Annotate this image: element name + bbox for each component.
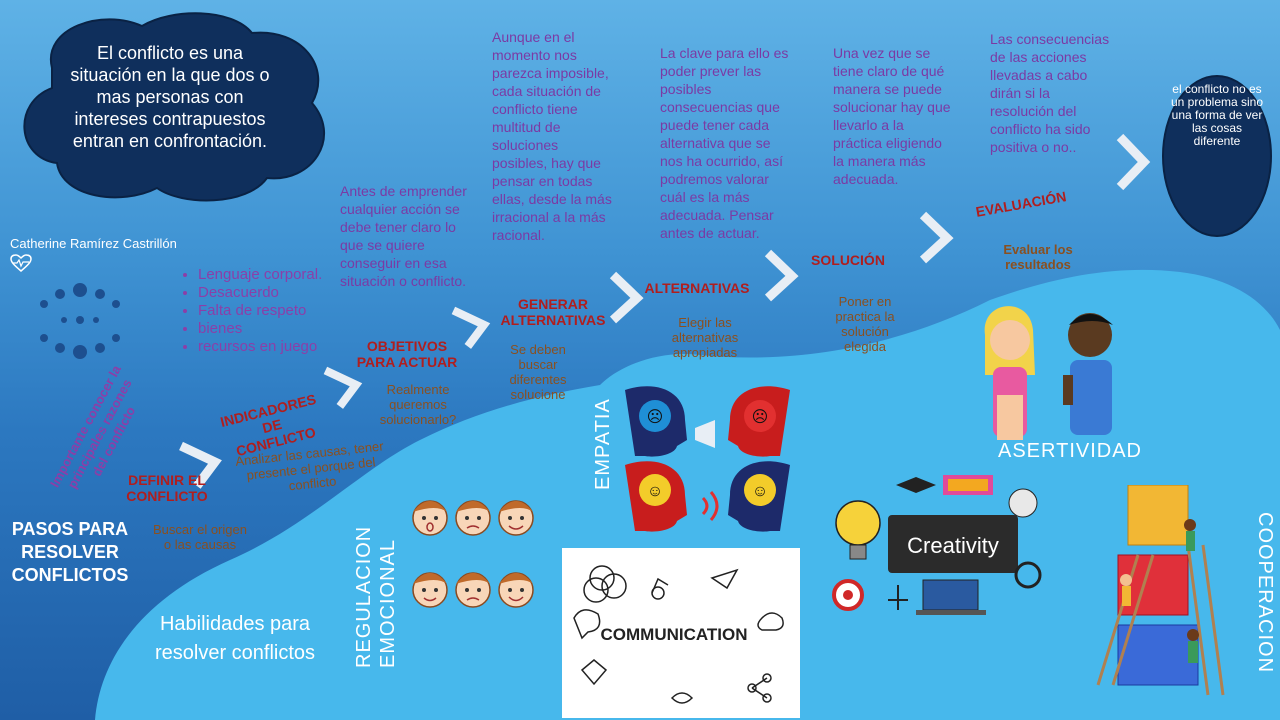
svg-text:☹: ☹	[752, 409, 769, 426]
cause-item: Desacuerdo	[198, 284, 348, 302]
chevron-right-icon	[179, 441, 222, 489]
step-desc-definir: Buscar el origen o las causas	[153, 522, 247, 552]
step-text-solucion: Una vez que se tiene claro de qué manera…	[833, 45, 951, 187]
step-text-objetivos: Antes de emprender cualquier acción se d…	[340, 183, 467, 289]
assertiveness-illustration	[984, 306, 1113, 440]
creativity-label: Creativity	[907, 533, 999, 558]
label-regulacion-emocional: REGULACION EMOCIONAL	[353, 525, 399, 668]
chevron-right-icon	[919, 211, 954, 264]
chevron-right-icon	[323, 366, 363, 409]
cause-item: Lenguaje corporal.	[198, 266, 348, 284]
author-name: Catherine Ramírez Castrillón	[10, 236, 177, 251]
step-title-alternativas: ALTERNATIVAS	[644, 280, 750, 296]
step-text-generar: Aunque en el momento nos parezca imposib…	[492, 29, 612, 243]
chevron-right-icon	[764, 249, 799, 302]
label-empatia: EMPATIA	[592, 398, 614, 490]
step-desc-objetivos: Realmente queremos solucionarlo?	[379, 382, 457, 427]
empathy-illustration: ☹ ☹ ☺ ☺	[625, 386, 790, 532]
step-desc-solucion: Poner en practica la solución elegida	[835, 294, 895, 354]
intro-cloud	[23, 12, 325, 202]
step-title-solucion: SOLUCIÓN	[811, 252, 885, 268]
step-desc-alternativas: Elegir las alternativas apropiadas	[671, 315, 739, 360]
chevron-right-icon	[1116, 133, 1151, 191]
svg-text:☺: ☺	[647, 483, 663, 500]
main-title: PASOS PARA RESOLVER CONFLICTOS	[11, 519, 129, 585]
step-desc-evaluacion: Evaluar los resultados	[1003, 242, 1073, 272]
conflict-causes-list: Lenguaje corporal. Desacuerdo Falta de r…	[178, 266, 348, 356]
conflict-definition: El conflicto es una situación en la que …	[70, 43, 270, 151]
dots-ring-decoration	[40, 283, 120, 359]
cooperation-puzzle-illustration	[1096, 485, 1225, 696]
final-message-ellipse	[1162, 75, 1272, 237]
step-text-alternativas: La clave para ello es poder prever las p…	[660, 45, 789, 241]
step-text-evaluacion: Las consecuencias de las acciones llevad…	[990, 31, 1110, 155]
cause-item: bienes	[198, 320, 348, 338]
communication-label: COMMUNICATION	[601, 625, 748, 644]
step-title-definir: DEFINIR EL CONFLICTO	[126, 472, 208, 504]
step-desc-generar: Se deben buscar diferentes solucione	[509, 342, 567, 402]
step-title-generar: GENERAR ALTERNATIVAS	[500, 296, 606, 328]
svg-text:☹: ☹	[647, 409, 664, 426]
label-asertividad: ASERTIVIDAD	[998, 440, 1142, 462]
step-title-objetivos: OBJETIVOS PARA ACTUAR	[356, 338, 458, 370]
creativity-illustration: Creativity	[832, 475, 1042, 615]
chevron-right-icon	[451, 306, 491, 349]
final-message: el conflicto no es un problema sino una …	[1170, 82, 1264, 148]
label-cooperacion: COOPERACION	[1254, 512, 1276, 674]
heartbeat-icon	[10, 254, 32, 272]
emotions-faces-illustration	[412, 500, 534, 608]
cause-item: recursos en juego	[198, 338, 348, 356]
skills-title: Habilidades para resolver conflictos	[154, 613, 316, 664]
communication-illustration: COMMUNICATION	[562, 548, 800, 718]
cause-item: Falta de respeto	[198, 302, 348, 320]
svg-text:☺: ☺	[752, 483, 768, 500]
chevron-right-icon	[609, 271, 644, 324]
